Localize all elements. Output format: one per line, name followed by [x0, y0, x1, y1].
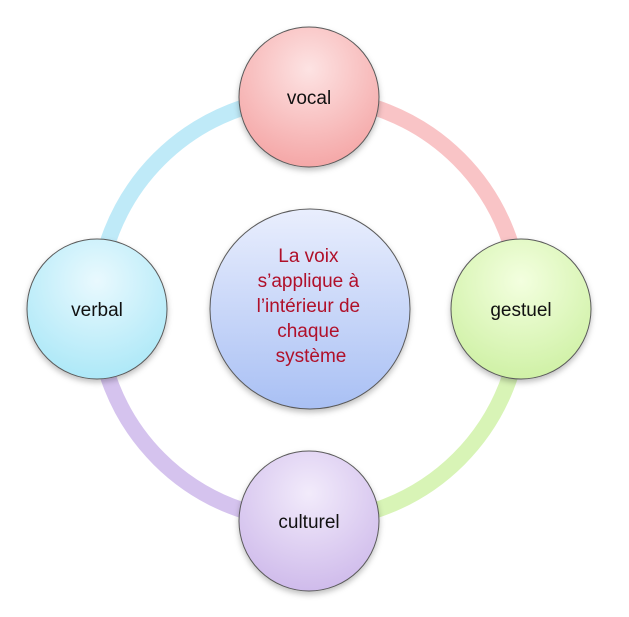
node-verbal-circle — [26, 238, 168, 380]
node-gestuel-label: gestuel — [490, 300, 551, 321]
center-node: La voix s’applique à l’intérieur de chaq… — [209, 208, 411, 410]
node-vocal: vocal — [238, 26, 380, 168]
node-gestuel: gestuel — [450, 238, 592, 380]
center-label-line-2: s’applique à — [258, 271, 360, 292]
center-label-line-1: La voix — [278, 246, 339, 267]
center-label-line-4: chaque — [277, 321, 339, 342]
node-gestuel-circle — [450, 238, 592, 380]
center-label: La voix s’applique à l’intérieur de chaq… — [257, 246, 366, 367]
center-label-line-3: l’intérieur de — [257, 296, 361, 317]
center-circle — [209, 208, 411, 410]
node-culturel-circle — [238, 450, 380, 592]
center-label-line-5: système — [276, 346, 347, 367]
node-verbal-label: verbal — [71, 300, 123, 321]
node-culturel-label: culturel — [278, 512, 339, 533]
node-vocal-label: vocal — [287, 88, 331, 109]
node-culturel: culturel — [238, 450, 380, 592]
node-vocal-circle — [238, 26, 380, 168]
node-verbal: verbal — [26, 238, 168, 380]
